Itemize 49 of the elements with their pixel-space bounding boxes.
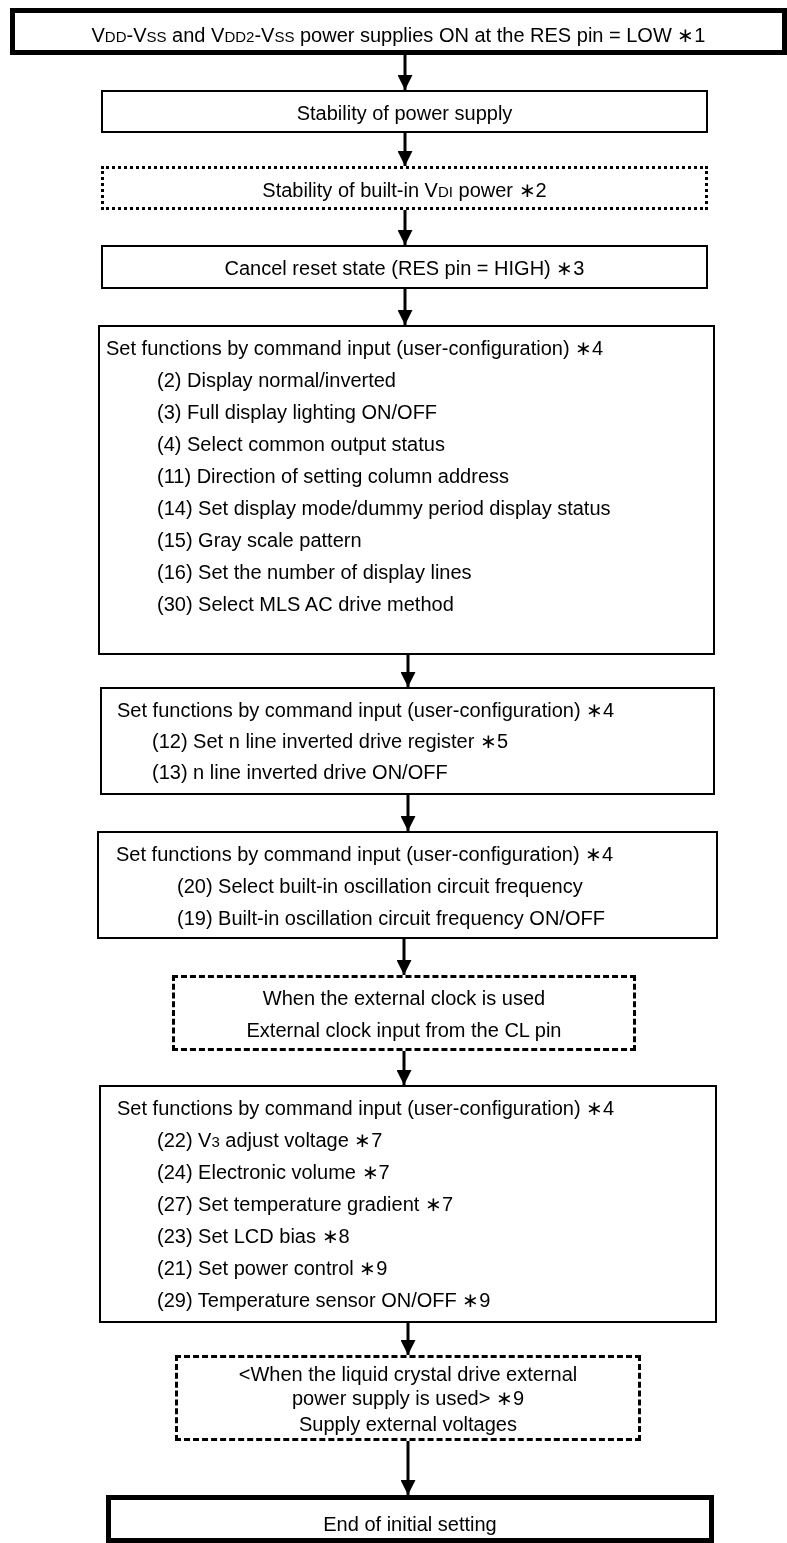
step-heading: Set functions by command input (user-configuration) ∗4 xyxy=(116,842,614,866)
arrow xyxy=(397,289,413,325)
process-box xyxy=(99,1085,717,1323)
step-text: External clock input from the CL pin xyxy=(245,1018,563,1042)
step-text: (3) Full display lighting ON/OFF xyxy=(157,400,438,424)
step-text: (23) Set LCD bias ∗8 xyxy=(157,1224,350,1248)
step-text: (30) Select MLS AC drive method xyxy=(157,592,454,616)
step-text: (27) Set temperature gradient ∗7 xyxy=(157,1192,454,1216)
step-text: (4) Select common output status xyxy=(157,432,445,456)
step-heading: Set functions by command input (user-configuration) ∗4 xyxy=(106,336,604,360)
process-box xyxy=(100,687,715,795)
process-box xyxy=(101,166,708,210)
step-heading: <When the liquid crystal drive external power supply is used> ∗9 xyxy=(237,1362,579,1410)
step-heading: Set functions by command input (user-configuration) ∗4 xyxy=(117,1096,615,1120)
process-box xyxy=(98,325,715,655)
process-box xyxy=(101,90,708,133)
arrow xyxy=(396,939,412,975)
step-text: (20) Select built-in oscillation circuit frequency xyxy=(177,874,583,898)
arrow xyxy=(397,210,413,245)
step-text: Cancel reset state (RES pin = HIGH) ∗3 xyxy=(223,256,586,280)
step-text: (16) Set the number of display lines xyxy=(157,560,472,584)
process-box xyxy=(175,1355,641,1441)
step-text: (19) Built-in oscillation circuit frequency ON/OFF xyxy=(177,906,605,930)
arrow xyxy=(400,655,416,687)
step-text: (21) Set power control ∗9 xyxy=(157,1256,388,1280)
arrow xyxy=(400,795,416,831)
step-text: (11) Direction of setting column address xyxy=(157,464,509,488)
step-text: (13) n line inverted drive ON/OFF xyxy=(152,760,448,784)
step-text: (24) Electronic volume ∗7 xyxy=(157,1160,390,1184)
step-text: (12) Set n line inverted drive register ∗5 xyxy=(152,729,509,753)
arrow xyxy=(397,133,413,166)
step-text: (15) Gray scale pattern xyxy=(157,528,362,552)
step-heading: Set functions by command input (user-configuration) ∗4 xyxy=(117,698,615,722)
arrow xyxy=(400,1323,416,1355)
step-text: (29) Temperature sensor ON/OFF ∗9 xyxy=(157,1288,491,1312)
step-text: (2) Display normal/inverted xyxy=(157,368,396,392)
arrow xyxy=(400,1441,416,1495)
step-heading: When the external clock is used xyxy=(261,986,547,1010)
process-box xyxy=(101,245,708,289)
process-box xyxy=(97,831,718,939)
step-text: Supply external voltages xyxy=(298,1412,518,1436)
step-text: End of initial setting xyxy=(322,1512,498,1536)
step-text: Stability of power supply xyxy=(295,101,514,125)
process-box xyxy=(172,975,636,1051)
process-box xyxy=(106,1495,714,1543)
step-text: (14) Set display mode/dummy period display status xyxy=(157,496,611,520)
process-box xyxy=(10,8,787,55)
arrow xyxy=(396,1051,412,1085)
arrow xyxy=(397,55,413,90)
